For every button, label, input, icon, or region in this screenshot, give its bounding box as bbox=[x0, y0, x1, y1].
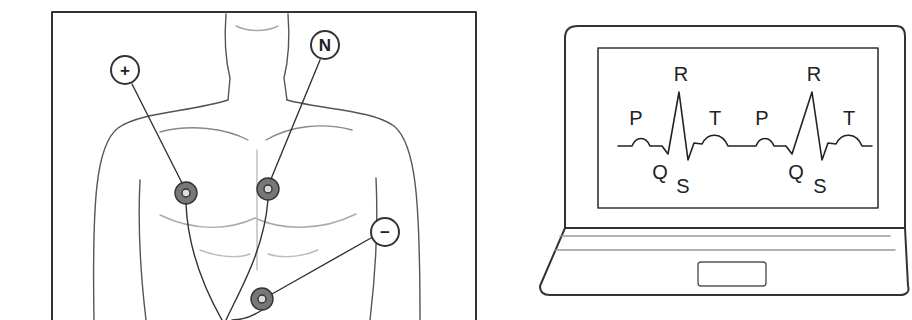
chest-line bbox=[160, 214, 356, 227]
laptop-base bbox=[540, 228, 909, 295]
neck-line bbox=[284, 14, 289, 100]
right-shoulder bbox=[287, 100, 420, 320]
wave-label: Q bbox=[788, 162, 804, 182]
electrode-snap bbox=[182, 189, 190, 197]
panel-frame bbox=[52, 12, 476, 320]
laptop-screen bbox=[598, 48, 878, 208]
right-arm-line bbox=[370, 178, 377, 320]
wave-label: R bbox=[674, 64, 688, 84]
lead-wire bbox=[226, 200, 268, 320]
wave-label: P bbox=[629, 108, 642, 128]
callout-circle: − bbox=[370, 217, 400, 247]
wave-label: Q bbox=[652, 162, 668, 182]
leader-line bbox=[132, 84, 182, 183]
leader-line bbox=[271, 60, 320, 179]
wave-label: R bbox=[807, 64, 821, 84]
leader-line bbox=[272, 238, 371, 294]
wave-label: T bbox=[709, 108, 721, 128]
lead-wire bbox=[186, 204, 222, 320]
ecg-trace bbox=[618, 92, 872, 160]
callout-sign: N bbox=[319, 37, 331, 54]
clavicle bbox=[160, 128, 248, 140]
wave-label: T bbox=[843, 108, 855, 128]
left-shoulder bbox=[94, 100, 228, 320]
callout-sign: + bbox=[120, 62, 130, 79]
chin-line bbox=[236, 26, 278, 31]
electrode-snap bbox=[264, 185, 272, 193]
clavicle bbox=[266, 126, 352, 140]
wave-label: S bbox=[676, 176, 689, 196]
neck-line bbox=[225, 14, 230, 100]
electrode-snap bbox=[258, 295, 266, 303]
wave-label: S bbox=[813, 176, 826, 196]
wave-label: P bbox=[755, 108, 768, 128]
callout-circle: N bbox=[310, 30, 340, 60]
rib-line bbox=[200, 250, 318, 257]
keyboard-line bbox=[555, 236, 895, 250]
electrode bbox=[175, 182, 197, 204]
trackpad bbox=[698, 262, 766, 286]
electrode bbox=[251, 288, 273, 310]
laptop-lid bbox=[565, 26, 905, 228]
lead-wire bbox=[232, 310, 262, 320]
callout-circle: + bbox=[110, 55, 140, 85]
left-arm-line bbox=[139, 180, 146, 320]
callout-sign: − bbox=[380, 224, 390, 241]
electrode bbox=[257, 178, 279, 200]
